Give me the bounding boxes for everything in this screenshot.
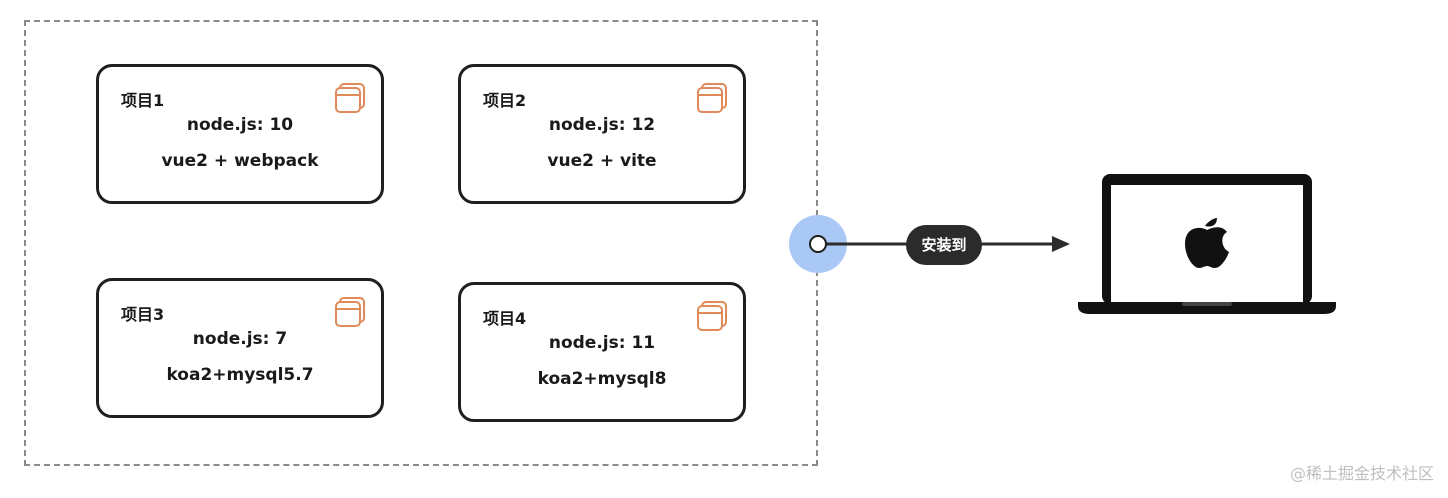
tech-stack: vue2 + vite — [547, 151, 657, 171]
project-title: 项目1 — [121, 91, 165, 110]
tech-stack: vue2 + webpack — [161, 151, 319, 171]
tech-stack: koa2+mysql5.7 — [166, 365, 314, 385]
project-card-4: 项目4 node.js: 11 koa2+mysql8 — [458, 282, 746, 422]
window-stack-icon — [335, 297, 365, 327]
window-stack-icon — [697, 83, 727, 113]
node-version: node.js: 10 — [186, 115, 294, 135]
project-title: 项目4 — [483, 309, 527, 328]
window-stack-icon — [697, 301, 727, 331]
edge-label: 安装到 — [906, 225, 982, 265]
project-card-2: 项目2 node.js: 12 vue2 + vite — [458, 64, 746, 204]
project-title: 项目3 — [121, 305, 165, 324]
project-card-1: 项目1 node.js: 10 vue2 + webpack — [96, 64, 384, 204]
tech-stack: koa2+mysql8 — [537, 369, 667, 389]
node-version: node.js: 11 — [548, 333, 656, 353]
project-card-3: 项目3 node.js: 7 koa2+mysql5.7 — [96, 278, 384, 418]
watermark: @稀土掘金技术社区 — [1289, 464, 1434, 483]
node-version: node.js: 7 — [192, 329, 288, 349]
apple-logo-icon — [1185, 218, 1229, 268]
window-stack-icon — [335, 83, 365, 113]
node-version: node.js: 12 — [548, 115, 656, 135]
laptop-icon — [1078, 174, 1336, 314]
project-title: 项目2 — [483, 91, 527, 110]
connector-handle[interactable] — [809, 235, 827, 253]
